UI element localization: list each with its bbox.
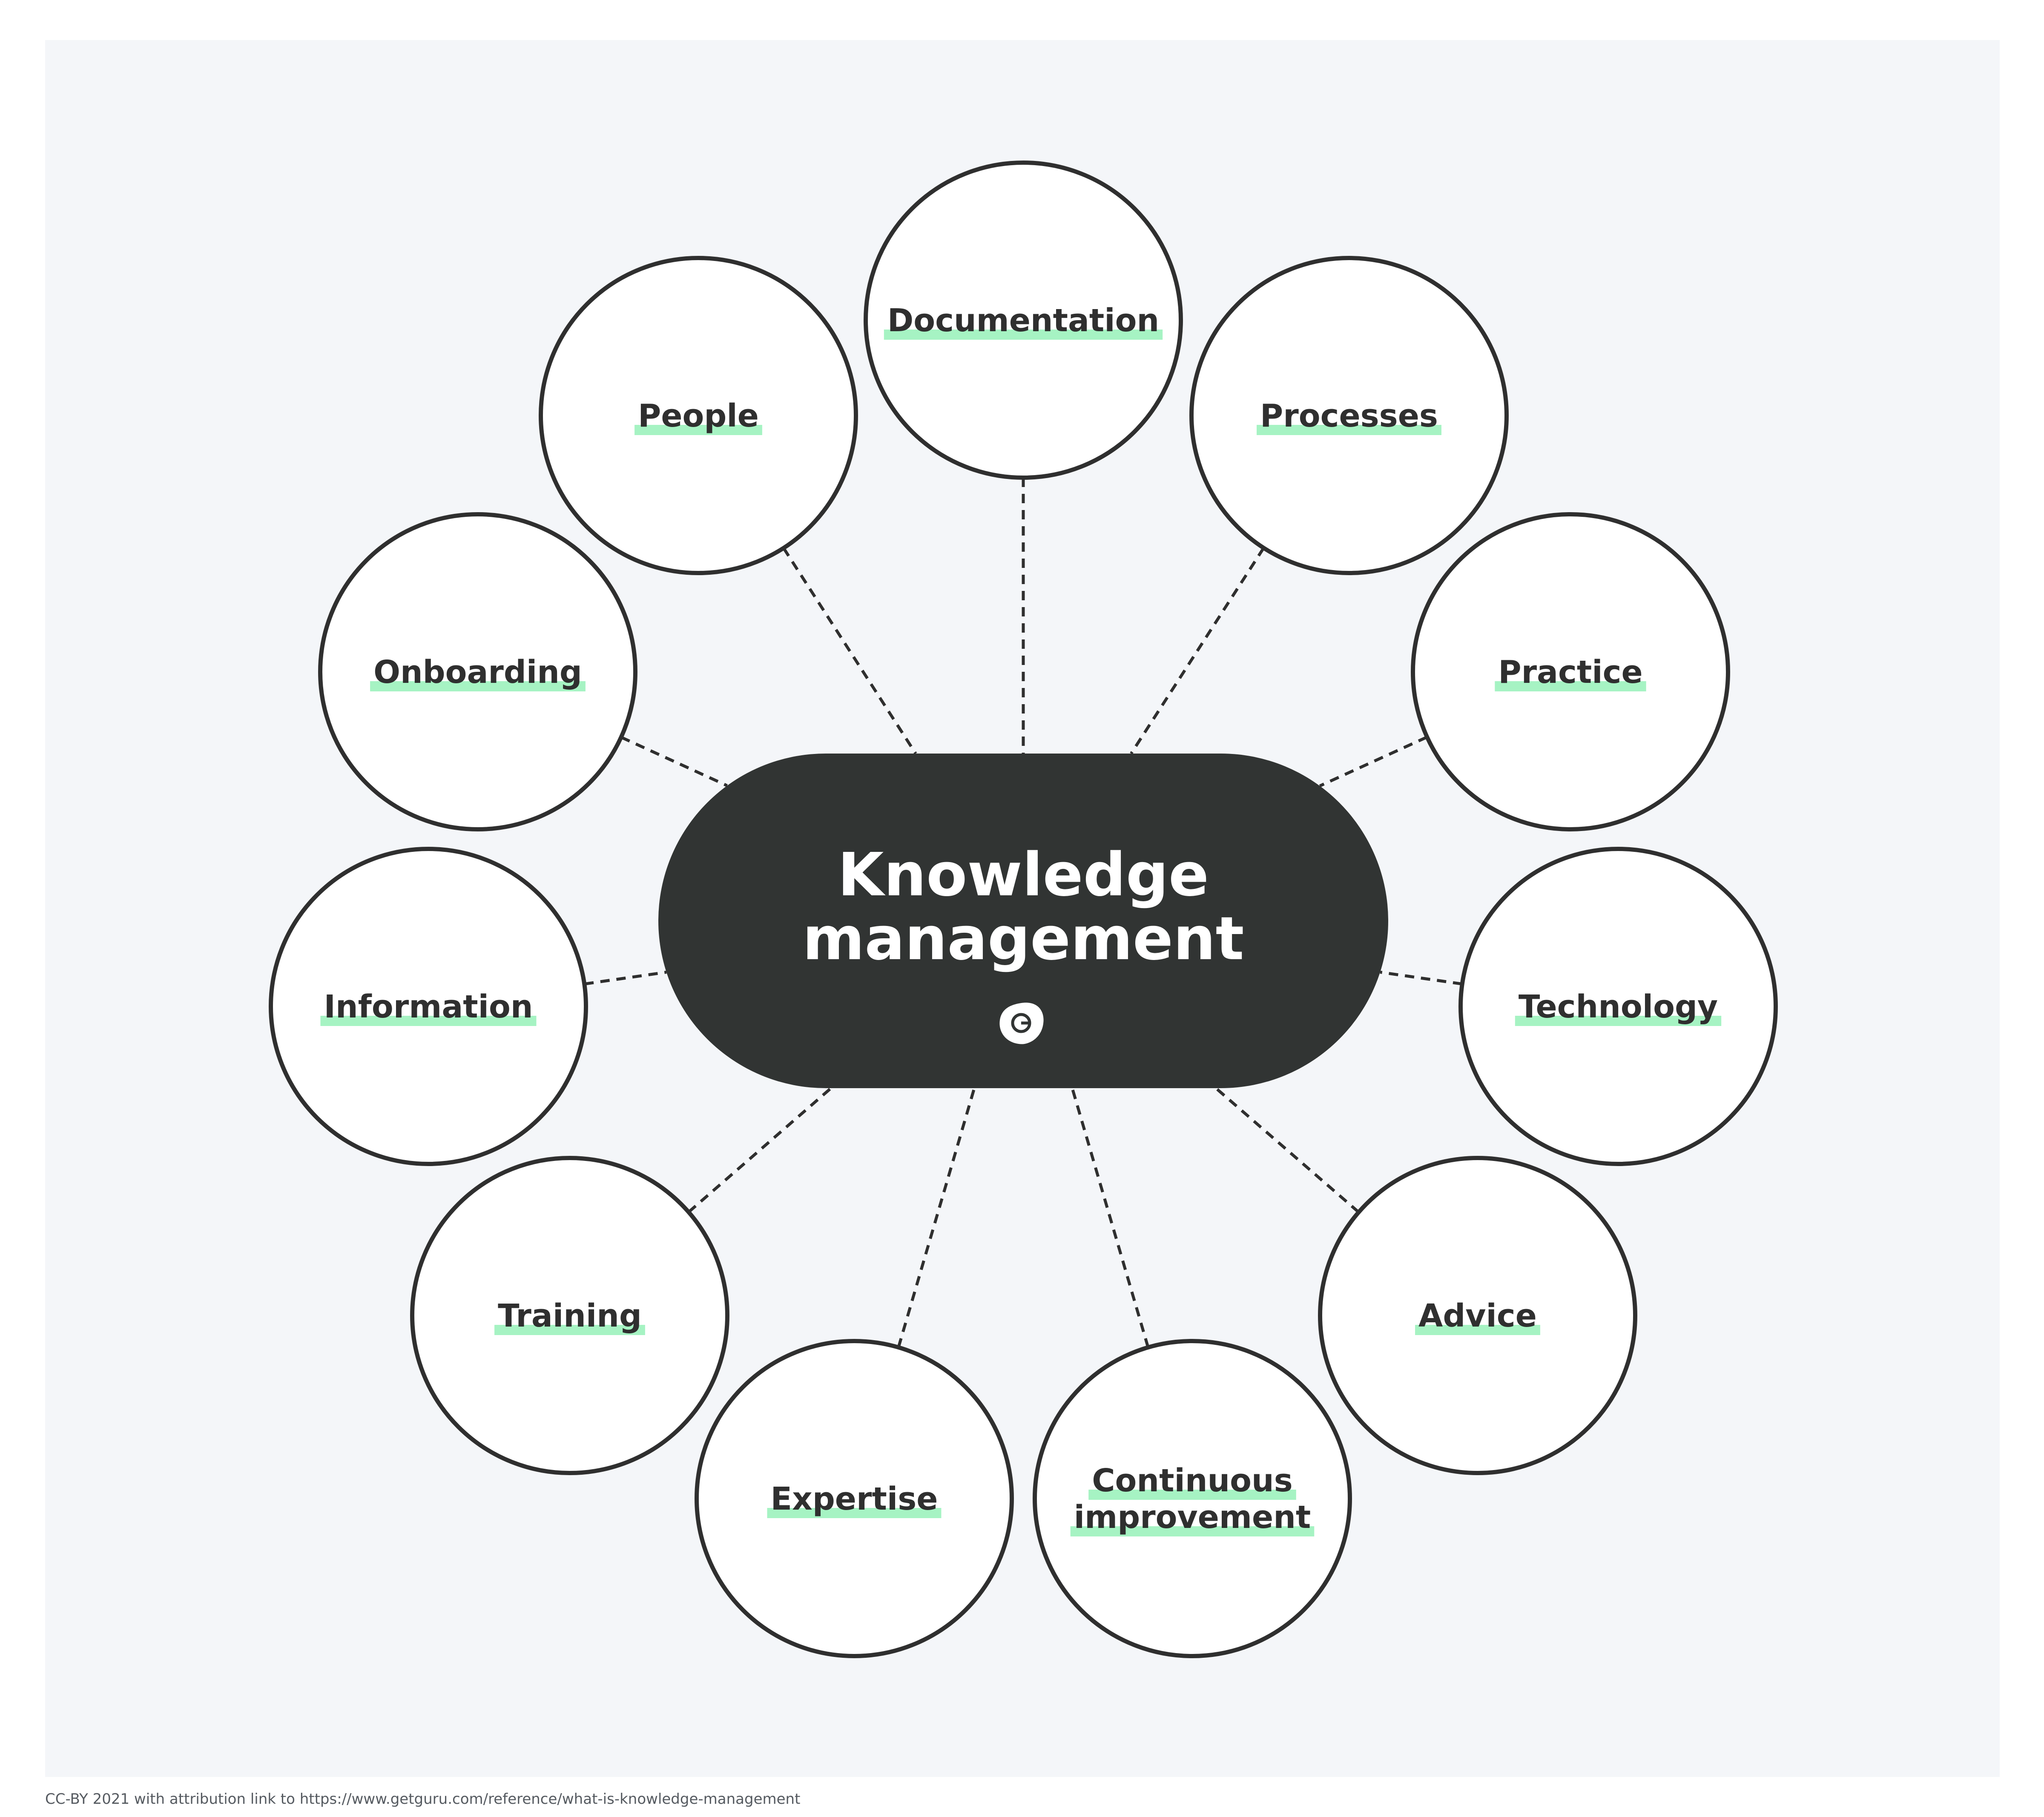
node-circle [864, 160, 1183, 480]
connector-lines [584, 478, 1463, 1348]
node-technology: Technology [1458, 847, 1778, 1166]
label-highlight [1070, 1526, 1315, 1536]
node-documentation: Documentation [864, 160, 1183, 480]
node-label-technology: Technology [1519, 989, 1718, 1025]
hub-pill [658, 754, 1388, 1088]
guru-logo-icon [999, 1003, 1044, 1044]
connector-information [584, 971, 667, 986]
label-highlight [320, 1016, 537, 1026]
label-highlight [1495, 681, 1646, 691]
hub-title-line2: management [802, 904, 1244, 974]
label-highlight [370, 681, 586, 691]
node-circle [269, 847, 588, 1166]
node-circle [318, 512, 637, 831]
connector-continuous-improvement [1071, 1088, 1150, 1348]
node-advice: Advice [1318, 1156, 1637, 1475]
node-label-practice: Practice [1498, 654, 1642, 691]
node-onboarding: Onboarding [318, 512, 637, 831]
connector-processes [1130, 547, 1265, 754]
node-circle [1458, 847, 1778, 1166]
node-processes: Processes [1189, 256, 1509, 575]
label-highlight [884, 330, 1163, 340]
node-people: People [539, 256, 858, 575]
node-label-processes: Processes [1260, 398, 1438, 434]
label-highlight [494, 1325, 645, 1335]
node-circle [695, 1339, 1014, 1658]
hub-title-line1: Knowledge [838, 840, 1209, 910]
node-information: Information [269, 847, 588, 1166]
node-circle [410, 1156, 729, 1475]
node-label-expertise: Expertise [771, 1481, 938, 1517]
node-label-information: Information [324, 989, 533, 1025]
connector-onboarding [620, 736, 728, 787]
label-highlight [1515, 1016, 1722, 1026]
node-expertise: Expertise [695, 1339, 1014, 1658]
connector-expertise [897, 1088, 976, 1348]
node-circle [539, 256, 858, 575]
label-highlight [1088, 1490, 1296, 1500]
node-circle [1318, 1156, 1637, 1475]
node-label-advice: Advice [1418, 1298, 1537, 1334]
central-hub: Knowledge management [658, 754, 1388, 1088]
connector-practice [1319, 736, 1428, 788]
node-label-people: People [638, 398, 759, 434]
label-highlight [1415, 1325, 1540, 1335]
node-practice: Practice [1411, 512, 1730, 831]
concept-nodes: DocumentationProcessesPracticeTechnology… [269, 160, 1778, 1658]
label-highlight [1257, 425, 1441, 435]
node-training: Training [410, 1156, 729, 1475]
attribution-text: CC-BY 2021 with attribution link to http… [45, 1791, 800, 1808]
node-label-documentation: Documentation [887, 302, 1159, 339]
node-label-continuous-improvement: improvement [1074, 1499, 1311, 1536]
label-highlight [634, 425, 762, 435]
connector-people [782, 547, 917, 754]
node-circle [1411, 512, 1730, 831]
node-label-training: Training [498, 1298, 642, 1334]
node-label-continuous-improvement: Continuous [1092, 1462, 1293, 1499]
connector-technology [1380, 971, 1463, 986]
node-label-onboarding: Onboarding [373, 654, 582, 691]
node-circle [1189, 256, 1509, 575]
label-highlight [767, 1508, 942, 1518]
